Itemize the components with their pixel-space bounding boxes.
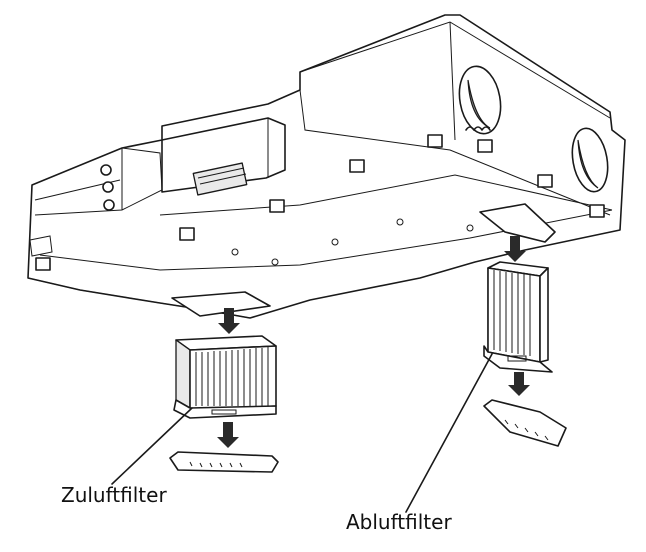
extract-filter-label: Abluftfilter <box>346 510 452 534</box>
duct-opening-1 <box>458 65 502 135</box>
supply-filter-cartridge <box>173 335 277 419</box>
mounting-feet <box>35 134 605 271</box>
down-arrow-icon-3 <box>504 236 526 262</box>
duct-opening-2 <box>571 127 609 193</box>
connector-2 <box>102 181 114 193</box>
ventilation-unit-housing <box>27 14 626 319</box>
down-arrow-icon-4 <box>508 372 530 396</box>
extract-filter-cover <box>483 399 567 447</box>
supply-filter-label: Zuluftfilter <box>61 483 167 507</box>
extract-filter-leader-line <box>405 353 493 513</box>
connector-3 <box>103 199 115 211</box>
extract-filter-door <box>479 203 556 243</box>
condensate-connector <box>465 126 491 131</box>
terminal-strip <box>192 162 248 196</box>
connector-1 <box>100 164 112 176</box>
extract-filter-cartridge <box>483 261 553 373</box>
supply-filter-leader-line <box>111 407 193 485</box>
underside-screws <box>231 218 474 266</box>
down-arrow-icon-2 <box>217 422 239 448</box>
down-arrow-icon-1 <box>218 308 240 334</box>
supply-filter-cover <box>169 451 279 473</box>
supply-filter-door <box>171 291 271 317</box>
